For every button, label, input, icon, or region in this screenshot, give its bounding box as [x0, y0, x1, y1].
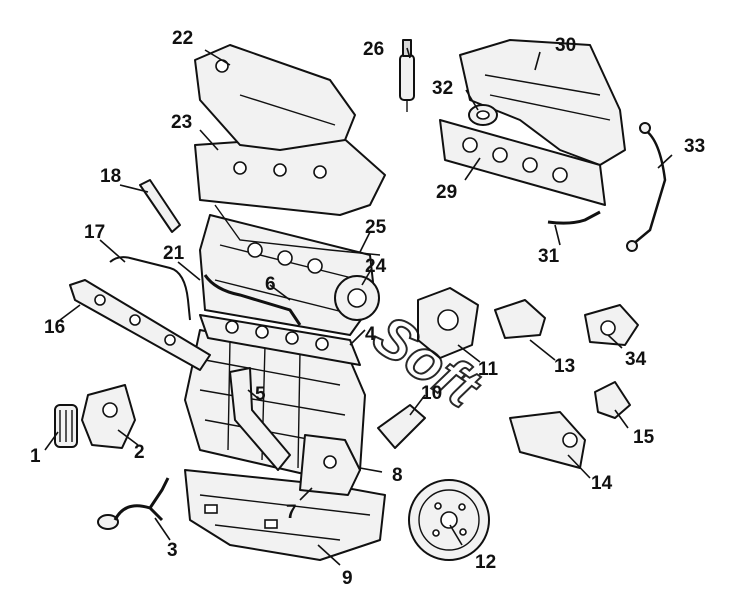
callout-30: 30 — [555, 35, 576, 56]
turbocharger-part — [417, 287, 479, 359]
head-gasket-part — [199, 314, 361, 366]
callout-24: 24 — [365, 256, 387, 277]
rocker-cover-part — [194, 134, 386, 216]
callout-1: 1 — [30, 446, 41, 467]
callout-15: 15 — [633, 427, 655, 448]
pipe-31-part — [547, 210, 601, 225]
egr-valve-part — [494, 299, 546, 339]
callout-26: 26 — [363, 39, 384, 60]
oil-sump-part — [184, 469, 386, 561]
callout-10: 10 — [421, 383, 442, 404]
callout-33: 33 — [684, 136, 705, 157]
cylinder-head-part — [199, 214, 376, 336]
callout-2: 2 — [134, 442, 145, 463]
callout-7: 7 — [286, 502, 297, 523]
callout-31: 31 — [538, 246, 560, 267]
thermostat-housing-part — [377, 404, 426, 449]
gasket-line-part — [214, 204, 381, 256]
engine-mount-part — [584, 304, 639, 346]
injector-part — [399, 39, 415, 112]
timing-pulley-part — [334, 275, 380, 321]
manifold-gasket-part — [439, 119, 606, 206]
glow-plug-part — [139, 179, 181, 233]
callout-25: 25 — [365, 217, 387, 238]
callout-23: 23 — [171, 112, 192, 133]
callout-17: 17 — [84, 222, 105, 243]
callout-32: 32 — [432, 78, 453, 99]
bracket-15-part — [594, 381, 631, 419]
callout-8: 8 — [392, 465, 403, 486]
callout-11: 11 — [478, 359, 499, 380]
engine-cover-part — [194, 44, 356, 151]
callout-9: 9 — [342, 568, 353, 589]
callout-5: 5 — [255, 384, 266, 405]
flywheel-part — [408, 479, 490, 561]
gasket-32-part — [468, 104, 498, 126]
pipe-21-part — [203, 274, 302, 326]
callout-16: 16 — [44, 317, 65, 338]
callout-numbers: 1 2 3 4 5 6 7 8 9 10 11 12 13 14 15 16 1… — [30, 28, 705, 589]
callout-13: 13 — [554, 356, 575, 377]
starter-motor-part — [509, 411, 586, 469]
leader-lines — [44, 47, 673, 566]
fuel-rail-part — [69, 279, 211, 371]
callout-6: 6 — [265, 274, 276, 295]
callout-14: 14 — [591, 473, 613, 494]
fuel-pipe-part — [109, 256, 191, 321]
callout-34: 34 — [625, 349, 647, 370]
water-hose-part — [229, 367, 291, 471]
callout-4: 4 — [365, 324, 376, 345]
callout-3: 3 — [167, 540, 178, 561]
water-pump-part — [299, 434, 361, 496]
oil-filter-housing-part — [81, 384, 136, 449]
callout-29: 29 — [436, 182, 457, 203]
callout-12: 12 — [475, 552, 496, 573]
oil-filter-part — [54, 404, 78, 448]
callout-22: 22 — [172, 28, 193, 49]
callout-21: 21 — [163, 243, 185, 264]
callout-18: 18 — [100, 166, 121, 187]
breather-hose-part — [97, 477, 170, 530]
exhaust-manifold-part — [459, 39, 626, 166]
sensor-wire-part — [626, 122, 667, 252]
